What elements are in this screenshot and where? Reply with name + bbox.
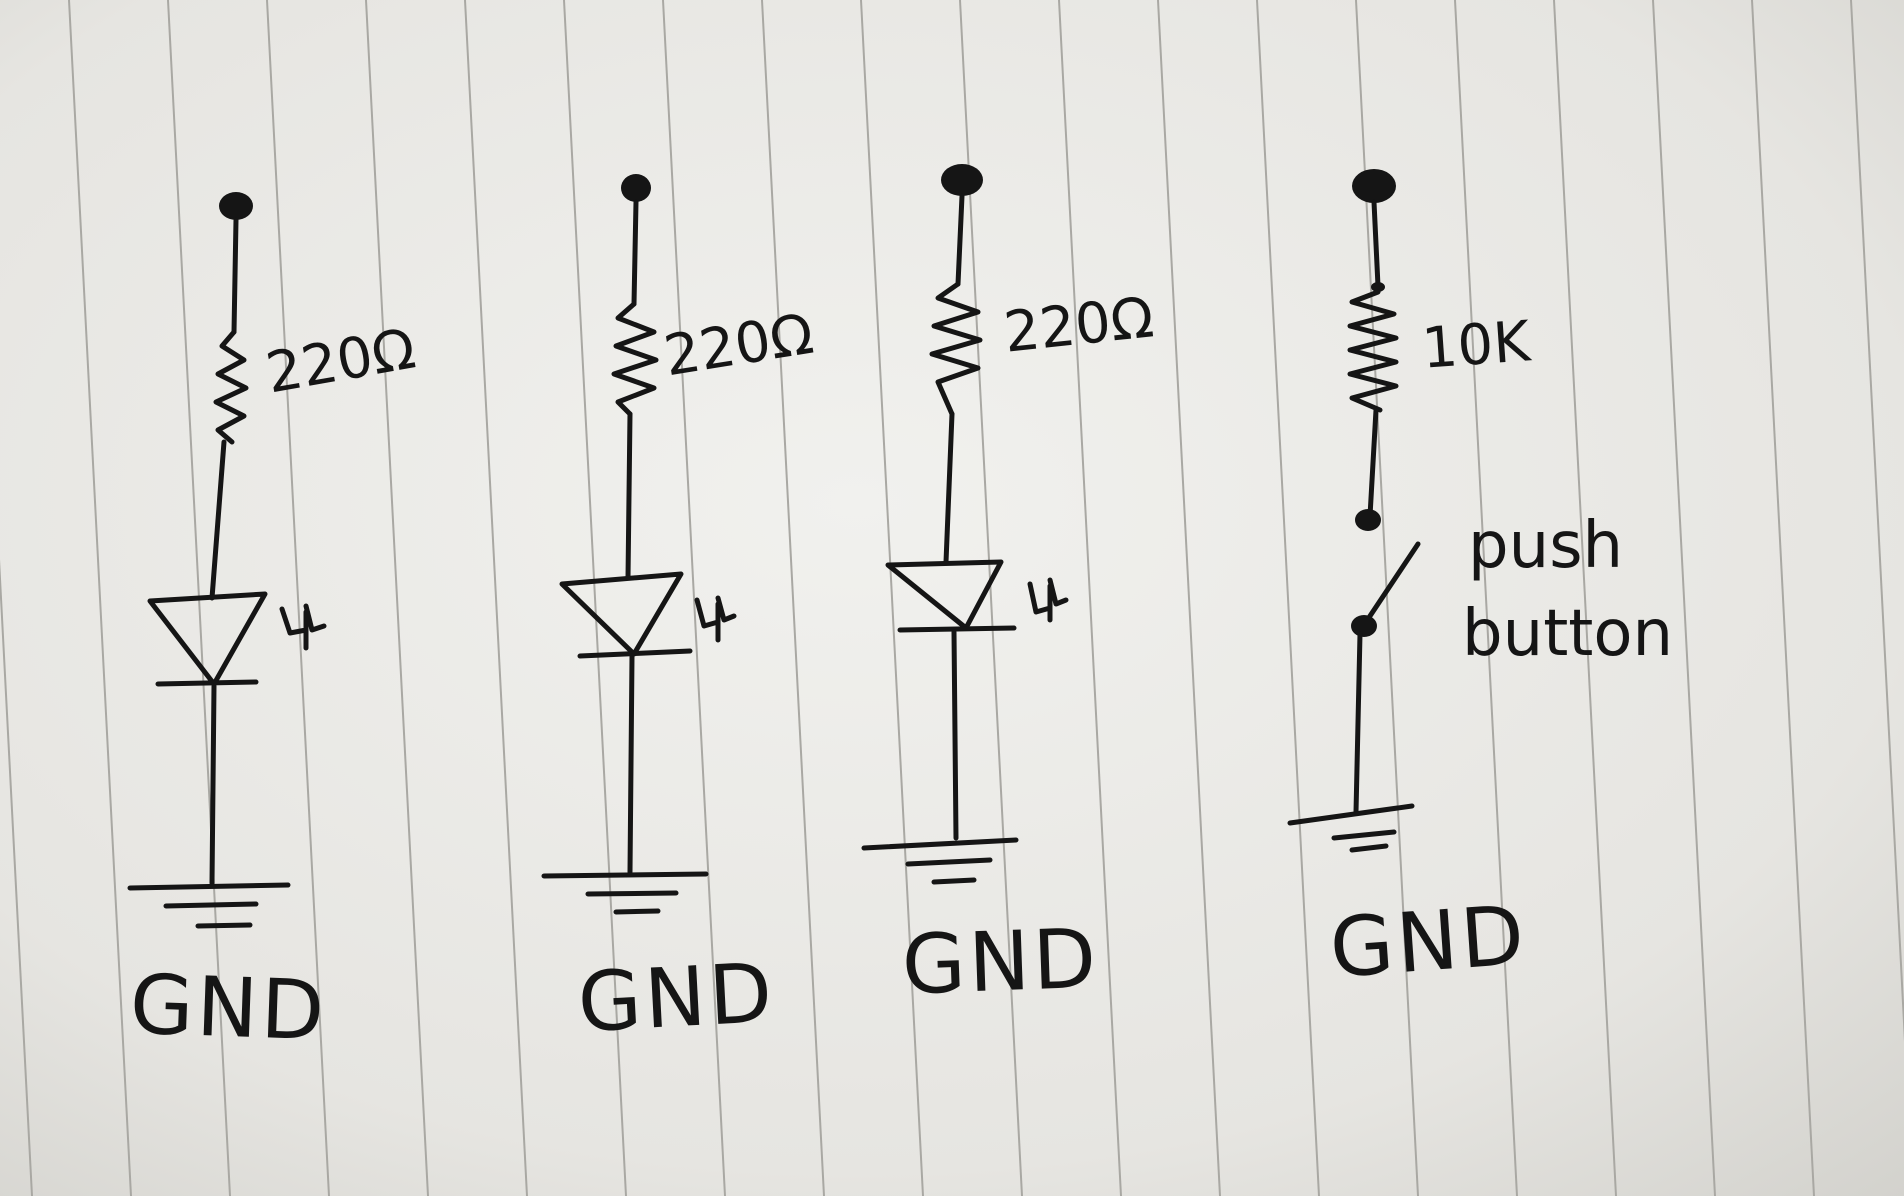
notebook-rule-line: [464, 0, 528, 1196]
ground-label-1: GND: [128, 957, 329, 1060]
ground-label-2: GND: [575, 945, 778, 1052]
led-triangle-1: [147, 591, 268, 687]
notebook-rule-line: [1850, 0, 1904, 1042]
ground-symbol-3: [861, 837, 1019, 885]
led-cathode-bar-1: [155, 679, 259, 687]
ground-symbol-4: [1287, 803, 1415, 853]
led-arrows-3: [1027, 577, 1069, 623]
notebook-rule-line: [1553, 0, 1617, 1196]
notebook-rule-line: [1454, 0, 1518, 1196]
notebook-rule-line: [0, 559, 33, 1196]
notebook-rule-line: [1751, 0, 1815, 1196]
wire-bottom-2: [627, 653, 635, 875]
wire-bottom-3: [951, 629, 959, 841]
notebook-rule-line: [1157, 0, 1221, 1196]
resistor-label-4: 10K: [1419, 309, 1533, 382]
wire-bottom-4: [1353, 631, 1363, 815]
circuit-led-1: [127, 192, 327, 929]
wire-mid-2: [625, 411, 633, 581]
wire-top-1: [231, 217, 239, 335]
notebook-rule-line: [662, 0, 726, 1196]
resistor-2: [611, 301, 659, 417]
circuit-led-3: [861, 164, 1069, 885]
push-button-lever-4: [1359, 541, 1421, 631]
wire-mid-4: [1367, 407, 1379, 519]
ground-symbol-2: [541, 871, 709, 915]
supply-terminal-2: [621, 174, 651, 202]
led-arrows-2: [694, 595, 737, 643]
supply-terminal-1: [219, 192, 253, 220]
wire-mid-1: [209, 439, 227, 601]
switch-bottom-contact-4: [1351, 615, 1377, 637]
wire-top-2: [631, 199, 639, 307]
resistor-3: [929, 281, 983, 417]
wire-mid-3: [943, 411, 955, 565]
push-button-label-line-1: push: [1468, 509, 1624, 583]
notebook-rule-line: [1256, 0, 1320, 1196]
led-cathode-bar-3: [897, 625, 1017, 633]
supply-terminal-4: [1352, 169, 1396, 203]
led-arrows-1: [279, 603, 327, 651]
push-button-label-line-2: button: [1462, 597, 1674, 671]
notebook-rule-line: [1058, 0, 1122, 1196]
switch-top-contact-4: [1355, 509, 1381, 531]
notebook-rule-line: [959, 0, 1023, 1196]
led-triangle-3: [885, 559, 1004, 631]
wire-top-3: [955, 193, 965, 287]
resistor-4: [1347, 289, 1399, 413]
ground-label-3: GND: [900, 911, 1101, 1014]
resistor-label-3: 220Ω: [1000, 285, 1157, 366]
led-triangle-2: [559, 571, 684, 657]
notebook-rule-line: [365, 0, 429, 1196]
notebook-rule-line: [68, 0, 132, 1196]
notebook-rule-line: [563, 0, 627, 1196]
ground-label-4: GND: [1326, 888, 1531, 997]
circuit-led-2: [541, 174, 737, 915]
ground-symbol-1: [127, 882, 291, 929]
circuit-switch-4: [1287, 169, 1421, 853]
notebook-rule-line: [860, 0, 924, 1196]
notebook-rule-line: [1652, 0, 1716, 1196]
resistor-top-node-4: [1371, 282, 1385, 292]
notebook-rule-line: [761, 0, 825, 1196]
resistor-1: [213, 329, 249, 445]
wire-top-4: [1371, 199, 1381, 289]
wire-bottom-1: [209, 683, 217, 886]
supply-terminal-3: [941, 164, 983, 196]
led-cathode-bar-2: [577, 648, 693, 659]
notebook-rule-line: [266, 0, 330, 1196]
